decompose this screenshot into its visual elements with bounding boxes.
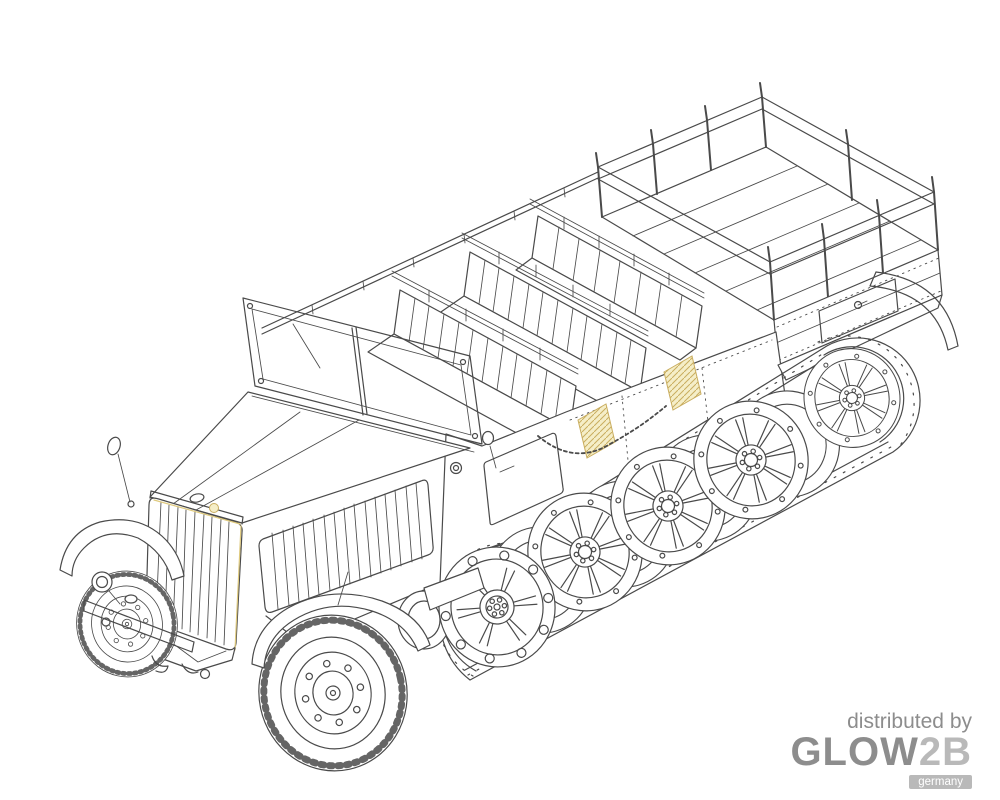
running-board	[423, 567, 485, 611]
blackout-lamp	[124, 594, 138, 604]
watermark-brand: GLOW2B	[790, 731, 972, 773]
bed-floor-slats	[632, 165, 922, 311]
cage-stubs	[595, 82, 935, 263]
tow-shackle	[101, 617, 111, 627]
watermark: distributed by GLOW2B germany	[790, 711, 972, 790]
cab-door	[483, 432, 564, 526]
front-left-assembly	[59, 436, 195, 685]
radiator-cap	[189, 493, 205, 503]
horn	[449, 461, 463, 475]
watermark-country: germany	[909, 775, 972, 790]
highlight-patch	[577, 403, 616, 459]
left-fender	[59, 519, 185, 581]
watermark-distributed-by: distributed by	[847, 710, 972, 734]
hull-details	[449, 355, 702, 475]
grille-marker-light	[209, 503, 219, 513]
rear-fender	[869, 271, 959, 351]
tow-chain	[537, 405, 667, 455]
highlight-patch	[663, 355, 702, 411]
louver-slats	[271, 482, 423, 610]
front-fender	[251, 593, 431, 669]
wiper	[292, 323, 321, 369]
far-body-edge	[261, 171, 599, 335]
bed-hatch	[818, 278, 899, 344]
mirror	[107, 436, 121, 456]
convoy-light	[481, 430, 495, 446]
cage-posts	[597, 96, 939, 321]
canvas-bows	[391, 198, 705, 375]
grille-highlight-stripe	[234, 525, 242, 651]
mirror-stalk	[117, 453, 131, 503]
windshield-frame	[242, 297, 483, 445]
bumper	[83, 599, 195, 653]
watermark-brand-2b: 2B	[918, 730, 972, 775]
watermark-brand-glow: GLOW	[790, 730, 919, 775]
tow-hook	[151, 655, 169, 673]
tow-coupling	[181, 663, 199, 674]
louver-panel	[258, 479, 434, 614]
headlight	[91, 571, 113, 593]
cargo-rail-cage	[595, 82, 943, 366]
bed-floor-edges	[601, 146, 939, 321]
front-right-wheel	[244, 571, 431, 785]
